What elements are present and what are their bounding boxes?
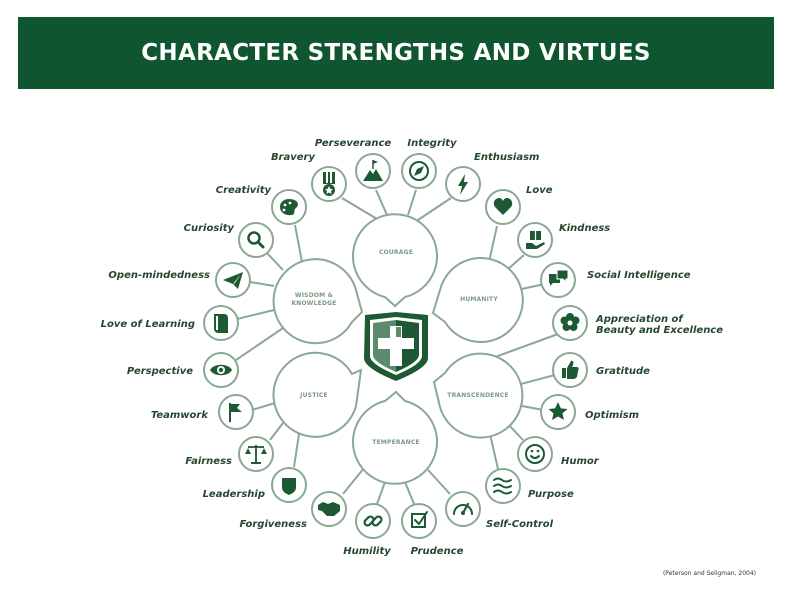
connector-lines	[235, 189, 559, 505]
handshake-icon	[311, 491, 347, 527]
palette-icon	[271, 189, 307, 225]
citation: (Peterson and Seligman, 2004)	[662, 570, 756, 577]
title-banner: CHARACTER STRENGTHS AND VIRTUES	[18, 17, 774, 89]
strength-label-leadership: Leadership	[202, 489, 265, 500]
strength-label-appreciation-line1: Appreciation of	[596, 314, 683, 325]
strength-label-social-intelligence: Social Intelligence	[587, 270, 691, 281]
virtue-bubble-courage	[352, 213, 438, 308]
strength-label-kindness: Kindness	[559, 223, 611, 234]
smiley-icon	[517, 436, 553, 472]
strength-label-perseverance: Perseverance	[314, 138, 392, 149]
strength-label-optimism: Optimism	[585, 410, 640, 421]
strength-label-enthusiasm: Enthusiasm	[474, 152, 540, 163]
virtue-label-transcendence: TRANSCENDENCE	[447, 392, 509, 399]
checkbox-icon	[401, 503, 437, 539]
strength-label-prudence: Prudence	[410, 546, 464, 557]
virtue-bubble-justice	[272, 351, 363, 438]
mountain-flag-icon	[355, 153, 391, 189]
virtue-label-courage: COURAGE	[378, 249, 414, 256]
strength-label-humor: Humor	[561, 456, 599, 467]
strength-label-bravery: Bravery	[270, 152, 315, 163]
book-icon	[203, 305, 239, 341]
strength-label-self-control: Self-Control	[486, 519, 554, 530]
strength-label-love: Love	[526, 185, 553, 196]
flag-icon	[218, 394, 254, 430]
virtue-bubble-temperance	[352, 390, 438, 485]
star-icon	[540, 394, 576, 430]
heart-icon	[485, 189, 521, 225]
strength-label-perspective: Perspective	[126, 366, 193, 377]
lightning-icon	[445, 166, 481, 202]
strength-label-gratitude: Gratitude	[596, 366, 650, 377]
virtue-bubble-wisdom	[272, 258, 364, 345]
strength-label-appreciation: Appreciation of Beauty and Excellence	[596, 314, 723, 336]
virtue-label-wisdom: WISDOM & KNOWLEDGE	[291, 292, 337, 307]
paper-plane-icon	[215, 262, 251, 298]
page-title: CHARACTER STRENGTHS AND VIRTUES	[141, 40, 651, 66]
strength-label-purpose: Purpose	[528, 489, 574, 500]
eye-icon	[203, 352, 239, 388]
virtue-bubbles	[272, 213, 524, 485]
strength-label-fairness: Fairness	[185, 456, 232, 467]
strength-label-creativity: Creativity	[215, 185, 271, 196]
speedometer-icon	[445, 491, 481, 527]
scales-icon	[238, 436, 274, 472]
strength-label-integrity: Integrity	[407, 138, 457, 149]
thumbs-up-icon	[552, 352, 588, 388]
flower-icon	[552, 305, 588, 341]
virtue-label-justice: JUSTICE	[300, 392, 328, 399]
shield-badge-icon	[271, 467, 307, 503]
strength-label-curiosity: Curiosity	[183, 223, 234, 234]
medal-icon	[311, 166, 347, 202]
strength-label-appreciation-line2: Beauty and Excellence	[596, 325, 724, 336]
chat-bubbles-icon	[540, 262, 576, 298]
strength-label-open-mindedness: Open-mindedness	[108, 270, 210, 281]
strength-label-love-of-learning: Love of Learning	[100, 319, 195, 330]
virtue-bubble-transcendence	[432, 352, 524, 439]
magnifier-icon	[238, 222, 274, 258]
waves-icon	[485, 468, 521, 504]
strength-label-humility: Humility	[343, 546, 391, 557]
virtue-label-humanity: HUMANITY	[460, 296, 498, 303]
compass-icon	[401, 153, 437, 189]
gift-hand-icon	[517, 222, 553, 258]
strength-icons	[203, 153, 588, 539]
virtue-bubble-humanity	[431, 257, 524, 344]
strength-label-forgiveness: Forgiveness	[239, 519, 307, 530]
link-icon	[355, 503, 391, 539]
center-shield-logo	[364, 312, 428, 381]
strength-label-teamwork: Teamwork	[150, 410, 208, 421]
virtue-label-temperance: TEMPERANCE	[372, 439, 420, 446]
